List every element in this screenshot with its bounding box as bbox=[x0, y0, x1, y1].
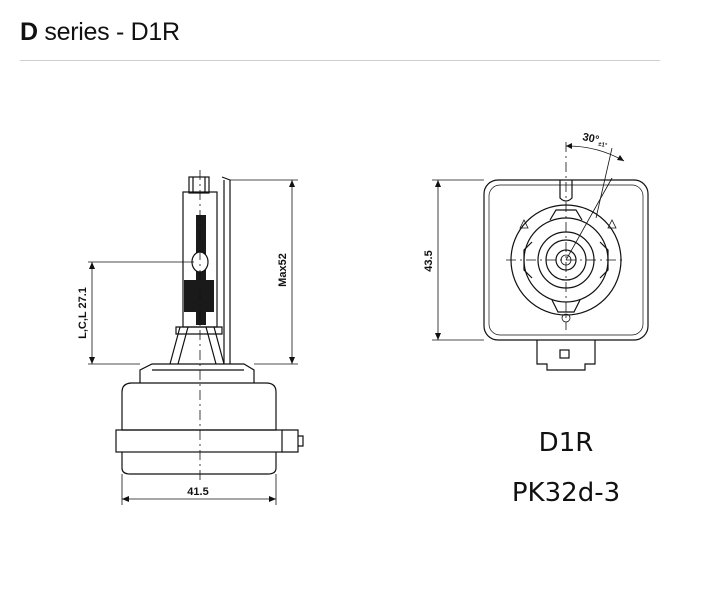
header-divider bbox=[20, 60, 660, 61]
dim-max-height bbox=[230, 179, 298, 365]
bulb-burner bbox=[169, 170, 231, 484]
bulb-front-body bbox=[483, 142, 649, 371]
dim-light-center bbox=[88, 261, 194, 365]
dim-angle-tolerance: ±1° bbox=[597, 142, 608, 150]
bulb-base bbox=[115, 363, 304, 475]
title-series-letter: D bbox=[20, 18, 38, 46]
dim-width-side bbox=[121, 474, 277, 505]
dim-height-front bbox=[432, 179, 484, 341]
dim-height-label: 43.5 bbox=[423, 250, 435, 271]
dim-light-center-label: L,C,L 27.1 bbox=[77, 287, 89, 339]
dim-angle-label: 30°±1° bbox=[581, 131, 609, 149]
page-header: D series - D1R bbox=[20, 16, 660, 48]
dim-angle bbox=[565, 143, 625, 162]
dim-width-label: 41.5 bbox=[187, 486, 208, 498]
dim-angle-value: 30° bbox=[581, 131, 600, 146]
page-title: D series - D1R bbox=[20, 16, 660, 48]
side-view: 41.5 L,C,L 27.1 Max52 bbox=[77, 170, 304, 505]
front-view: 30°±1° 43.5 bbox=[423, 131, 649, 371]
title-series-name: series - D1R bbox=[37, 18, 180, 46]
dim-max-height-label: Max52 bbox=[277, 253, 289, 287]
base-caption: PK32d-3 bbox=[511, 478, 621, 508]
model-caption: D1R bbox=[538, 428, 594, 458]
